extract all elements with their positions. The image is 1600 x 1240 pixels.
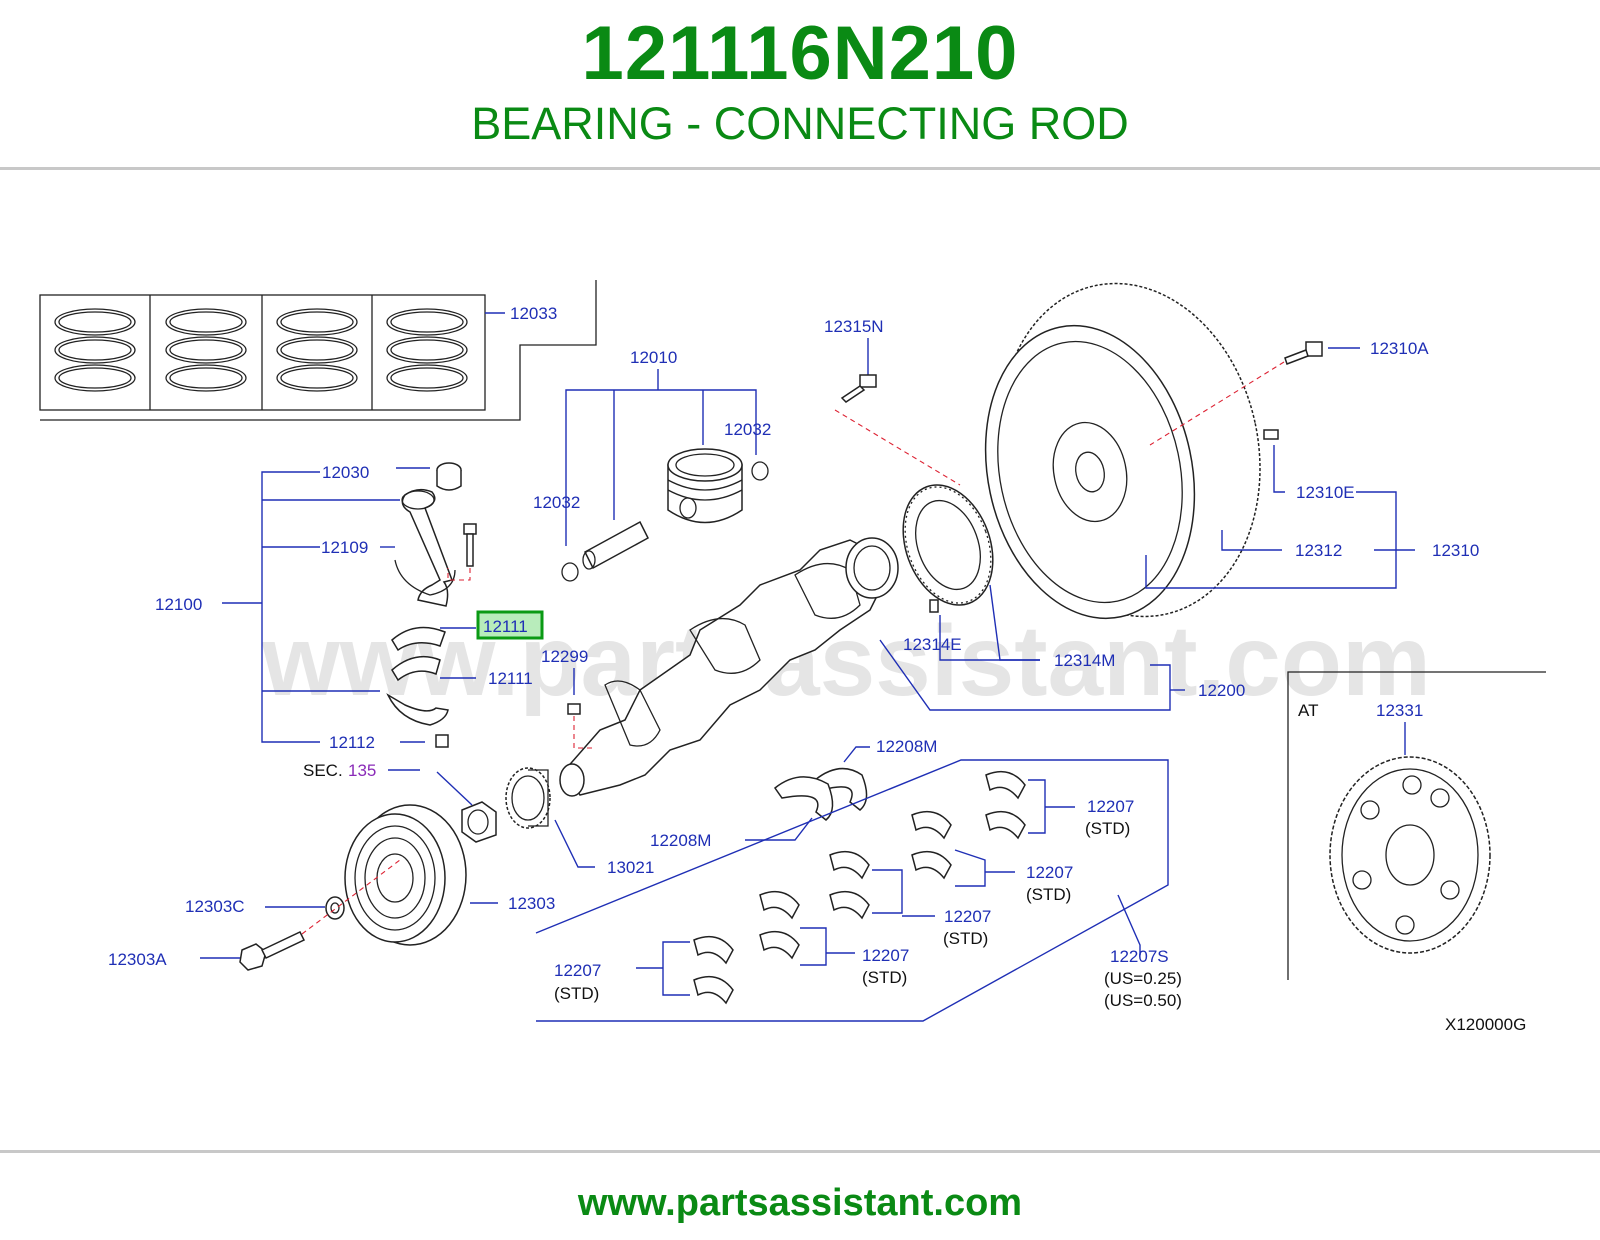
callout-13021[interactable]: 13021: [607, 858, 654, 877]
callout-12207-3[interactable]: 12207: [944, 907, 991, 926]
callout-12303[interactable]: 12303: [508, 894, 555, 913]
crankshaft: [559, 537, 899, 797]
flywheel-bolt: [1284, 341, 1323, 365]
piston-ring-set-1: [54, 308, 136, 392]
callout-12207-2[interactable]: 12207: [1026, 863, 1073, 882]
main-bearing-set: [693, 770, 1026, 1005]
at-panel-border: [1287, 671, 1546, 980]
std-note-3: (STD): [943, 929, 988, 948]
crank-nut: [461, 801, 497, 843]
callout-12208M-lower[interactable]: 12208M: [650, 831, 711, 850]
woodruff-key: [567, 703, 581, 715]
drive-plate-bolt: [840, 374, 877, 403]
callout-12207-4[interactable]: 12207: [862, 946, 909, 965]
callout-12111-lower[interactable]: 12111: [488, 669, 533, 688]
thrust-bearing-lower: [773, 776, 834, 821]
std-note-1: (STD): [1085, 819, 1130, 838]
piston-pin: [582, 520, 649, 570]
callout-12303A[interactable]: 12303A: [108, 950, 167, 969]
part-description: BEARING - CONNECTING ROD: [471, 98, 1129, 149]
callout-12200[interactable]: 12200: [1198, 681, 1245, 700]
thrust-bearing-upper: [813, 767, 868, 811]
small-end-bushing: [436, 462, 462, 491]
callout-12111-highlighted[interactable]: 12111: [483, 617, 528, 636]
snap-ring-left: [561, 562, 579, 582]
footer-site-link[interactable]: www.partsassistant.com: [577, 1182, 1023, 1224]
callout-12310A[interactable]: 12310A: [1370, 339, 1429, 358]
callout-12010[interactable]: 12010: [630, 348, 677, 367]
std-note-2: (STD): [1026, 885, 1071, 904]
callout-12314M[interactable]: 12314M: [1054, 651, 1115, 670]
callout-12315N[interactable]: 12315N: [824, 317, 884, 336]
undersize-note-050: (US=0.50): [1104, 991, 1182, 1010]
piston-ring-set-2: [165, 308, 247, 392]
conrod-bearing-upper: [391, 626, 446, 652]
std-note-4: (STD): [862, 968, 907, 987]
callout-12314E[interactable]: 12314E: [903, 635, 962, 654]
drive-plate: [902, 484, 994, 606]
pulley-bolt: [239, 931, 306, 971]
conrod-leader-lines: [222, 467, 476, 743]
undersize-note-025: (US=0.25): [1104, 969, 1182, 988]
parts-diagram: www.partsassistant.com 12033: [39, 280, 1546, 1034]
piston: [667, 448, 743, 524]
figure-code: X120000G: [1445, 1015, 1526, 1034]
flywheel: [984, 282, 1261, 620]
callout-12207-5[interactable]: 12207: [554, 961, 601, 980]
callout-12310[interactable]: 12310: [1432, 541, 1479, 560]
callout-12303C[interactable]: 12303C: [185, 897, 245, 916]
at-label: AT: [1298, 701, 1318, 720]
drive-plate-leader-lines: [939, 584, 1040, 661]
std-note-5: (STD): [554, 984, 599, 1003]
crankshaft-leader-lines: [879, 639, 1185, 711]
piston-ring-set-4: [386, 308, 468, 392]
section-ref-number[interactable]: 135: [348, 761, 376, 780]
main-bearing-leader-lines: [636, 779, 1141, 996]
callout-12299[interactable]: 12299: [541, 647, 588, 666]
callout-12030[interactable]: 12030: [322, 463, 369, 482]
at-drive-plate: [1329, 756, 1491, 954]
callout-12100[interactable]: 12100: [155, 595, 202, 614]
crank-sprocket: [505, 767, 551, 829]
piston-ring-box: [39, 280, 597, 421]
footer-divider: [0, 1150, 1600, 1153]
main-bearing-group-border: [535, 759, 1169, 1022]
conrod-bearing-lower: [386, 655, 449, 726]
header-divider: [0, 167, 1600, 170]
callout-12331[interactable]: 12331: [1376, 701, 1423, 720]
callout-12208M-upper[interactable]: 12208M: [876, 737, 937, 756]
callout-12112[interactable]: 12112: [329, 733, 375, 752]
flywheel-dowel-pin: [1263, 429, 1279, 440]
piston-ring-set-3: [276, 308, 358, 392]
callout-12032-left[interactable]: 12032: [533, 493, 580, 512]
callout-12310E[interactable]: 12310E: [1296, 483, 1355, 502]
snap-ring-right: [751, 461, 769, 481]
pulley-washer: [325, 896, 345, 920]
drive-plate-pin: [929, 599, 939, 613]
callout-12109[interactable]: 12109: [321, 538, 368, 557]
callout-12312[interactable]: 12312: [1295, 541, 1342, 560]
callout-12032-top[interactable]: 12032: [724, 420, 771, 439]
flywheel-leader-lines: [1145, 445, 1415, 589]
conrod-bolt: [463, 523, 477, 567]
part-number-title: 121116N210: [581, 11, 1019, 96]
section-ref-prefix: SEC.: [303, 761, 343, 780]
highlighted-part-box: [476, 610, 544, 640]
callout-12207-1[interactable]: 12207: [1087, 797, 1134, 816]
callout-12033[interactable]: 12033: [510, 304, 557, 323]
callout-12207S[interactable]: 12207S: [1110, 947, 1169, 966]
crank-pulley: [344, 804, 467, 946]
conrod-nut: [435, 734, 449, 748]
connecting-rod: [394, 488, 456, 607]
piston-leader-lines: [565, 369, 757, 546]
